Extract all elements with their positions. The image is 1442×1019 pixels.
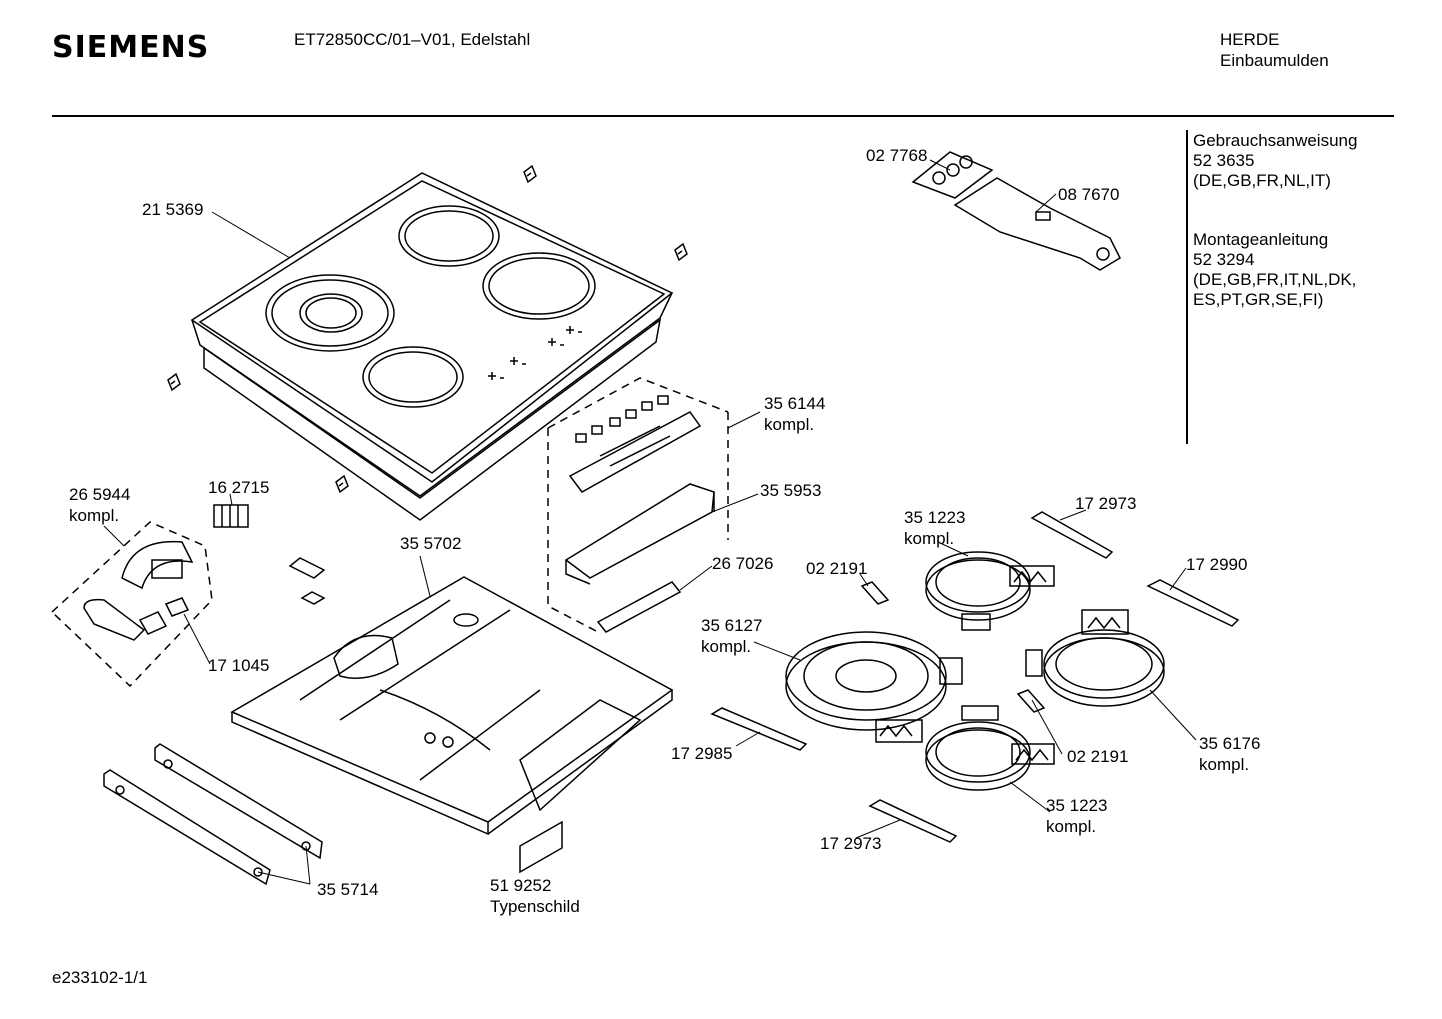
label-265944-sub: kompl.	[69, 506, 120, 525]
label-087670: 08 7670	[1058, 185, 1120, 204]
label-355702: 35 5702	[400, 534, 462, 553]
small-brackets	[290, 558, 324, 604]
install-languages-1: (DE,GB,FR,IT,NL,DK,	[1193, 270, 1357, 289]
label-022191-a: 02 2191	[806, 559, 868, 578]
label-356144: 35 6144	[764, 394, 826, 413]
drawing-id: e233102-1/1	[52, 968, 148, 987]
mounting-clips	[168, 166, 687, 492]
header-divider	[52, 115, 1394, 117]
label-215369: 21 5369	[142, 200, 204, 219]
label-022191-b: 02 2191	[1067, 747, 1129, 766]
install-title: Montageanleitung	[1193, 230, 1329, 249]
label-172990: 17 2990	[1186, 555, 1248, 574]
label-265944: 26 5944	[69, 485, 131, 504]
label-356176-sub: kompl.	[1199, 755, 1250, 774]
label-172973-a: 17 2973	[1075, 494, 1137, 513]
label-267026: 26 7026	[712, 554, 774, 573]
label-355714: 35 5714	[317, 880, 379, 899]
category-label: HERDE	[1220, 30, 1280, 49]
label-355953: 35 5953	[760, 481, 822, 500]
label-172973-b: 17 2973	[820, 834, 882, 853]
label-351223-b: 35 1223	[1046, 796, 1108, 815]
label-356144-sub: kompl.	[764, 415, 815, 434]
install-languages-2: ES,PT,GR,SE,FI)	[1193, 290, 1324, 309]
bottom-tray	[232, 577, 672, 834]
manual-languages: (DE,GB,FR,NL,IT)	[1193, 171, 1331, 190]
label-171045: 17 1045	[208, 656, 270, 675]
label-356176: 35 6176	[1199, 734, 1261, 753]
manual-number: 52 3635	[1193, 151, 1255, 170]
label-351223-b-sub: kompl.	[1046, 817, 1097, 836]
label-356127: 35 6127	[701, 616, 763, 635]
ceramic-hob-top	[192, 173, 672, 520]
label-519252: 51 9252	[490, 876, 552, 895]
element-brackets	[712, 512, 1238, 842]
terminal-block	[214, 505, 248, 527]
brand-logo: SIEMENS	[52, 30, 210, 65]
type-plate	[520, 822, 562, 872]
label-356127-sub: kompl.	[701, 637, 752, 656]
control-unit	[548, 378, 728, 632]
scraper-set	[913, 152, 1120, 270]
subcategory-label: Einbaumulden	[1220, 51, 1329, 70]
manual-title: Gebrauchsanweisung	[1193, 131, 1358, 150]
model-title: ET72850CC/01–V01, Edelstahl	[294, 30, 531, 49]
install-number: 52 3294	[1193, 250, 1255, 269]
label-027768: 02 7768	[866, 146, 928, 165]
mounting-rails	[104, 744, 322, 884]
label-172985: 17 2985	[671, 744, 733, 763]
heating-elements	[786, 552, 1164, 790]
label-162715: 16 2715	[208, 478, 270, 497]
cable-clamp-set	[52, 522, 212, 686]
documents-divider	[1186, 130, 1188, 444]
label-351223-a-sub: kompl.	[904, 529, 955, 548]
leader-lines	[104, 160, 1196, 884]
label-351223-a: 35 1223	[904, 508, 966, 527]
label-519252-sub: Typenschild	[490, 897, 580, 916]
